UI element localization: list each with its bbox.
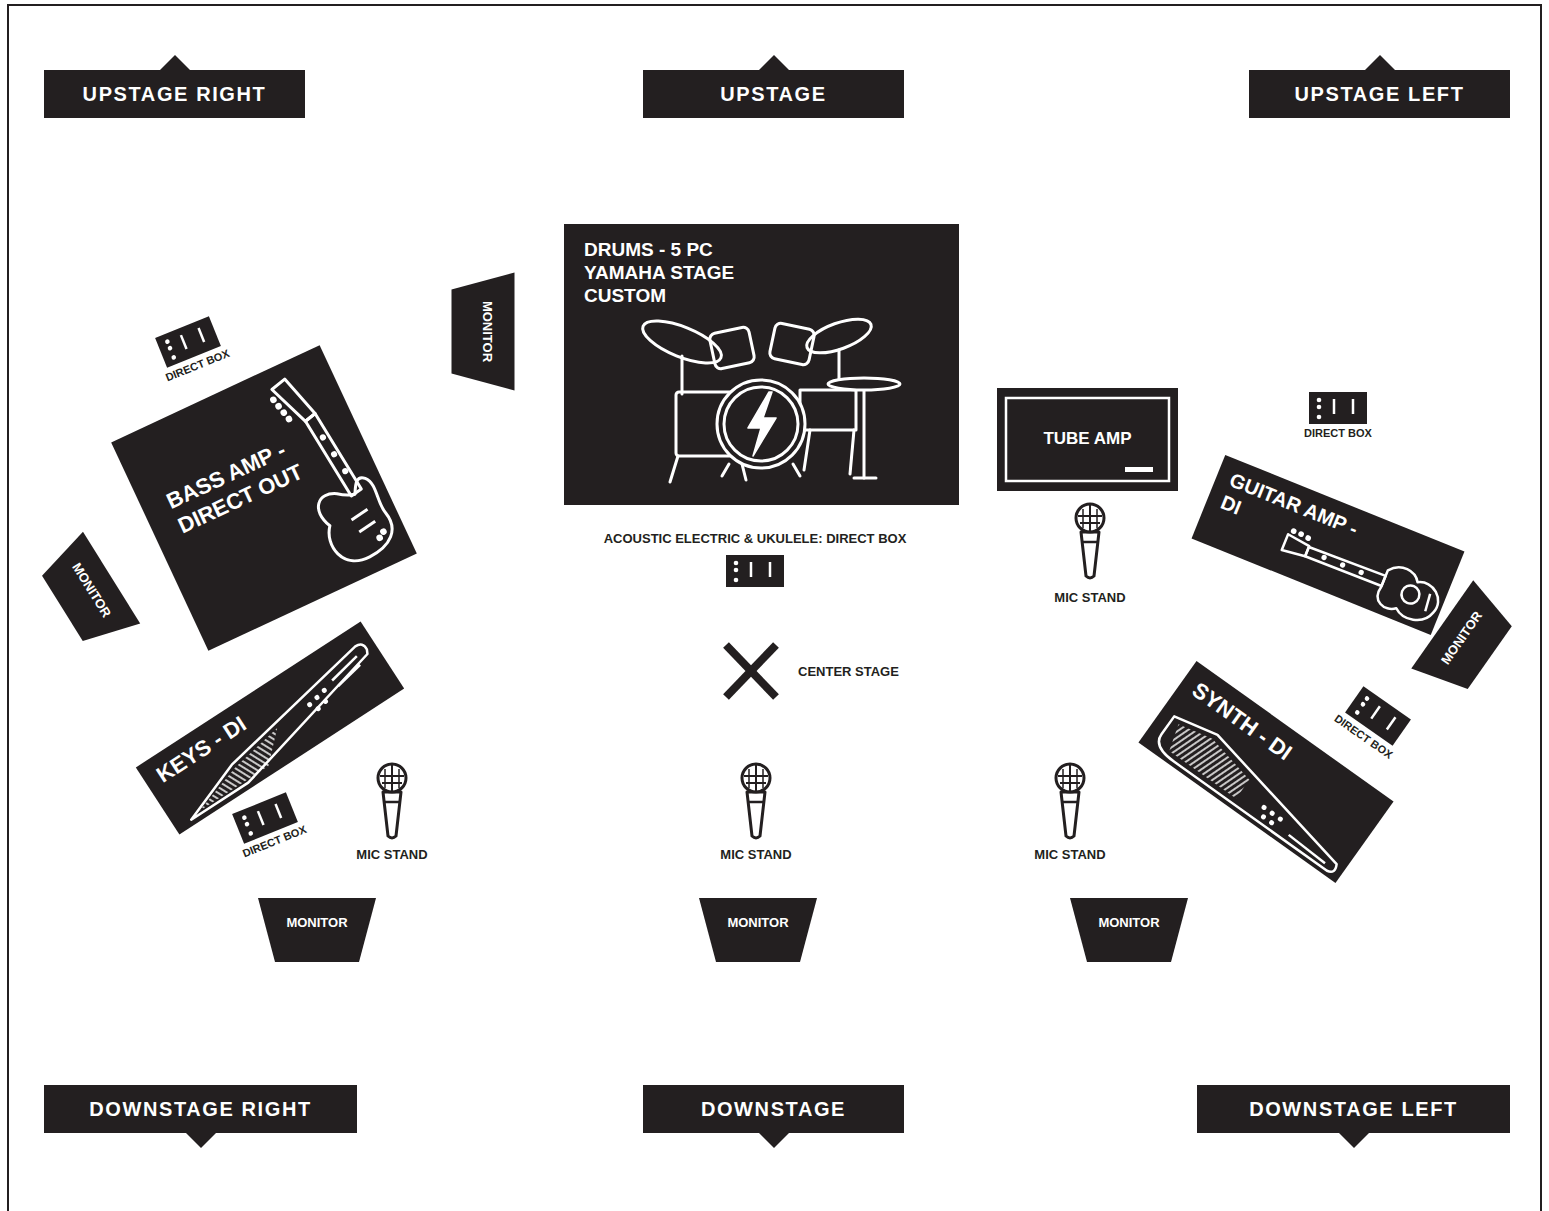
synth-illustration (1138, 661, 1393, 883)
bass-amp: BASS AMP - DIRECT OUT (111, 345, 417, 651)
synth: SYNTH - DI (1138, 661, 1393, 883)
stage-direction-banner: DOWNSTAGE LEFT (1197, 1085, 1510, 1133)
banner-pointer (758, 1132, 790, 1148)
mic-stand-label: MIC STAND (356, 847, 427, 862)
node-label: BASS AMP - DIRECT OUT (163, 432, 313, 540)
node-label: MONITOR (699, 915, 817, 931)
banner-label: UPSTAGE (720, 82, 826, 106)
direct-box: DIRECT BOX (155, 316, 221, 367)
tube-amp: TUBE AMP (997, 388, 1178, 491)
direct-box: DIRECT BOX (1345, 686, 1411, 745)
mic-stand-label: MIC STAND (1034, 847, 1105, 862)
mic-stand-icon (378, 764, 406, 838)
node-label: MONITOR (479, 272, 495, 390)
monitor-wedge: MONITOR (258, 898, 376, 962)
monitor-wedge: MONITOR (699, 898, 817, 962)
monitor-wedge: MONITOR (452, 272, 515, 390)
guitar-amp: GUITAR AMP - DI (1192, 455, 1465, 635)
direct-box: ACOUSTIC ELECTRIC & UKULELE: DIRECT BOX (726, 555, 784, 587)
banner-label: UPSTAGE RIGHT (83, 82, 267, 106)
center-stage-mark (726, 645, 776, 697)
monitor-wedge: MONITOR (34, 532, 140, 654)
center-stage-label: CENTER STAGE (798, 664, 899, 679)
direct-box: DIRECT BOX (1309, 392, 1367, 424)
stage-direction-banner: DOWNSTAGE RIGHT (44, 1085, 357, 1133)
stage-direction-banner: UPSTAGE RIGHT (44, 70, 305, 118)
stage-direction-banner: UPSTAGE LEFT (1249, 70, 1510, 118)
banner-pointer (758, 55, 790, 71)
node-label: TUBE AMP (997, 429, 1178, 450)
node-label: DRUMS - 5 PC YAMAHA STAGE CUSTOM (584, 238, 784, 308)
mic-stand-icon (1076, 504, 1104, 578)
banner-pointer (185, 1132, 217, 1148)
banner-pointer (1338, 1132, 1370, 1148)
node-label: MONITOR (258, 915, 376, 931)
node-label: MONITOR (1070, 915, 1188, 931)
direct-box: DIRECT BOX (232, 792, 298, 843)
banner-pointer (1338, 1132, 1370, 1148)
direct-box-label: DIRECT BOX (164, 347, 232, 385)
direct-box-label: DIRECT BOX (1332, 712, 1395, 762)
banner-pointer (159, 55, 191, 71)
banner-pointer (758, 55, 790, 71)
direct-box-label: DIRECT BOX (1304, 427, 1372, 440)
banner-pointer (758, 1132, 790, 1148)
banner-label: DOWNSTAGE (701, 1097, 846, 1121)
banner-pointer (1364, 55, 1396, 71)
direct-box-label: ACOUSTIC ELECTRIC & UKULELE: DIRECT BOX (604, 531, 907, 547)
monitor-wedge: MONITOR (1070, 898, 1188, 962)
mic-stand-icon (742, 764, 770, 838)
banner-label: DOWNSTAGE RIGHT (89, 1097, 312, 1121)
drum-kit: DRUMS - 5 PC YAMAHA STAGE CUSTOM (564, 224, 959, 505)
direct-box-icon (726, 555, 784, 587)
banner-pointer (1364, 55, 1396, 71)
direct-box-icon (1309, 392, 1367, 424)
stage-direction-banner: UPSTAGE (643, 70, 904, 118)
mic-stand-label: MIC STAND (720, 847, 791, 862)
page-frame (8, 5, 1541, 1211)
banner-pointer (185, 1132, 217, 1148)
direct-box-label: DIRECT BOX (241, 823, 309, 861)
banner-label: UPSTAGE LEFT (1295, 82, 1465, 106)
banner-pointer (159, 55, 191, 71)
mic-stand-icon (1056, 764, 1084, 838)
stage-direction-banner: DOWNSTAGE (643, 1085, 904, 1133)
node-label: GUITAR AMP - DI (1217, 468, 1384, 573)
banner-label: DOWNSTAGE LEFT (1249, 1097, 1458, 1121)
mic-stand-label: MIC STAND (1054, 590, 1125, 605)
